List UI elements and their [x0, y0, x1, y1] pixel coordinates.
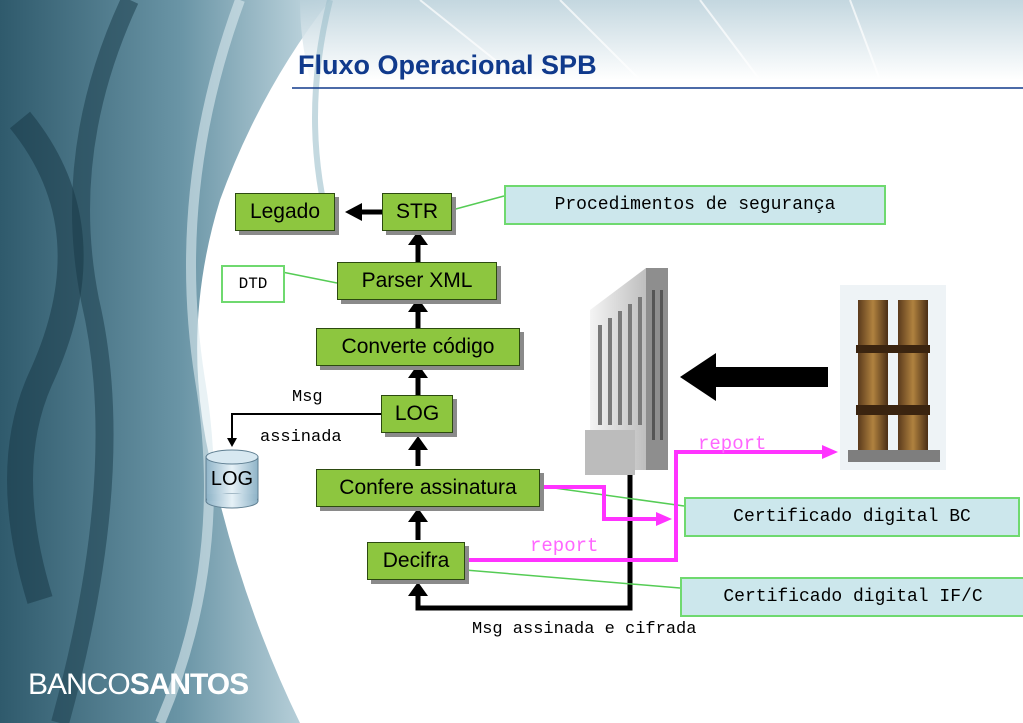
msg-assinada-cifrada-label: Msg assinada e cifrada — [472, 620, 697, 639]
parser-xml-box: Parser XML — [337, 262, 497, 300]
central-bank-building-icon — [840, 285, 946, 470]
certificado-bc-note: Certificado digital BC — [684, 497, 1020, 537]
assinada-label: assinada — [260, 428, 342, 447]
log-storage-icon — [205, 449, 259, 509]
log-box: LOG — [381, 395, 453, 433]
report-arrows — [465, 445, 838, 562]
dtd-note: DTD — [221, 265, 285, 303]
note-connectors — [281, 195, 685, 589]
procedimentos-seguranca-note: Procedimentos de segurança — [504, 185, 886, 225]
converte-codigo-box: Converte código — [316, 328, 520, 366]
office-building-icon — [585, 268, 668, 475]
legado-box: Legado — [235, 193, 335, 231]
logo-part-banco: BANCO — [28, 668, 131, 701]
report-label-bottom: report — [530, 535, 599, 557]
confere-assinatura-box: Confere assinatura — [316, 469, 540, 507]
str-box: STR — [382, 193, 452, 231]
certificado-if-note: Certificado digital IF/C — [680, 577, 1023, 617]
page-title: Fluxo Operacional SPB — [298, 50, 597, 80]
log-storage-label: LOG — [210, 468, 254, 490]
logo-part-santos: SANTOS — [129, 668, 249, 701]
msg-label: Msg — [292, 388, 323, 407]
incoming-arrow-icon — [680, 353, 828, 401]
banco-santos-logo: BANCOSANTOS — [28, 668, 249, 702]
report-label-top: report — [698, 433, 767, 455]
decifra-box: Decifra — [367, 542, 465, 580]
